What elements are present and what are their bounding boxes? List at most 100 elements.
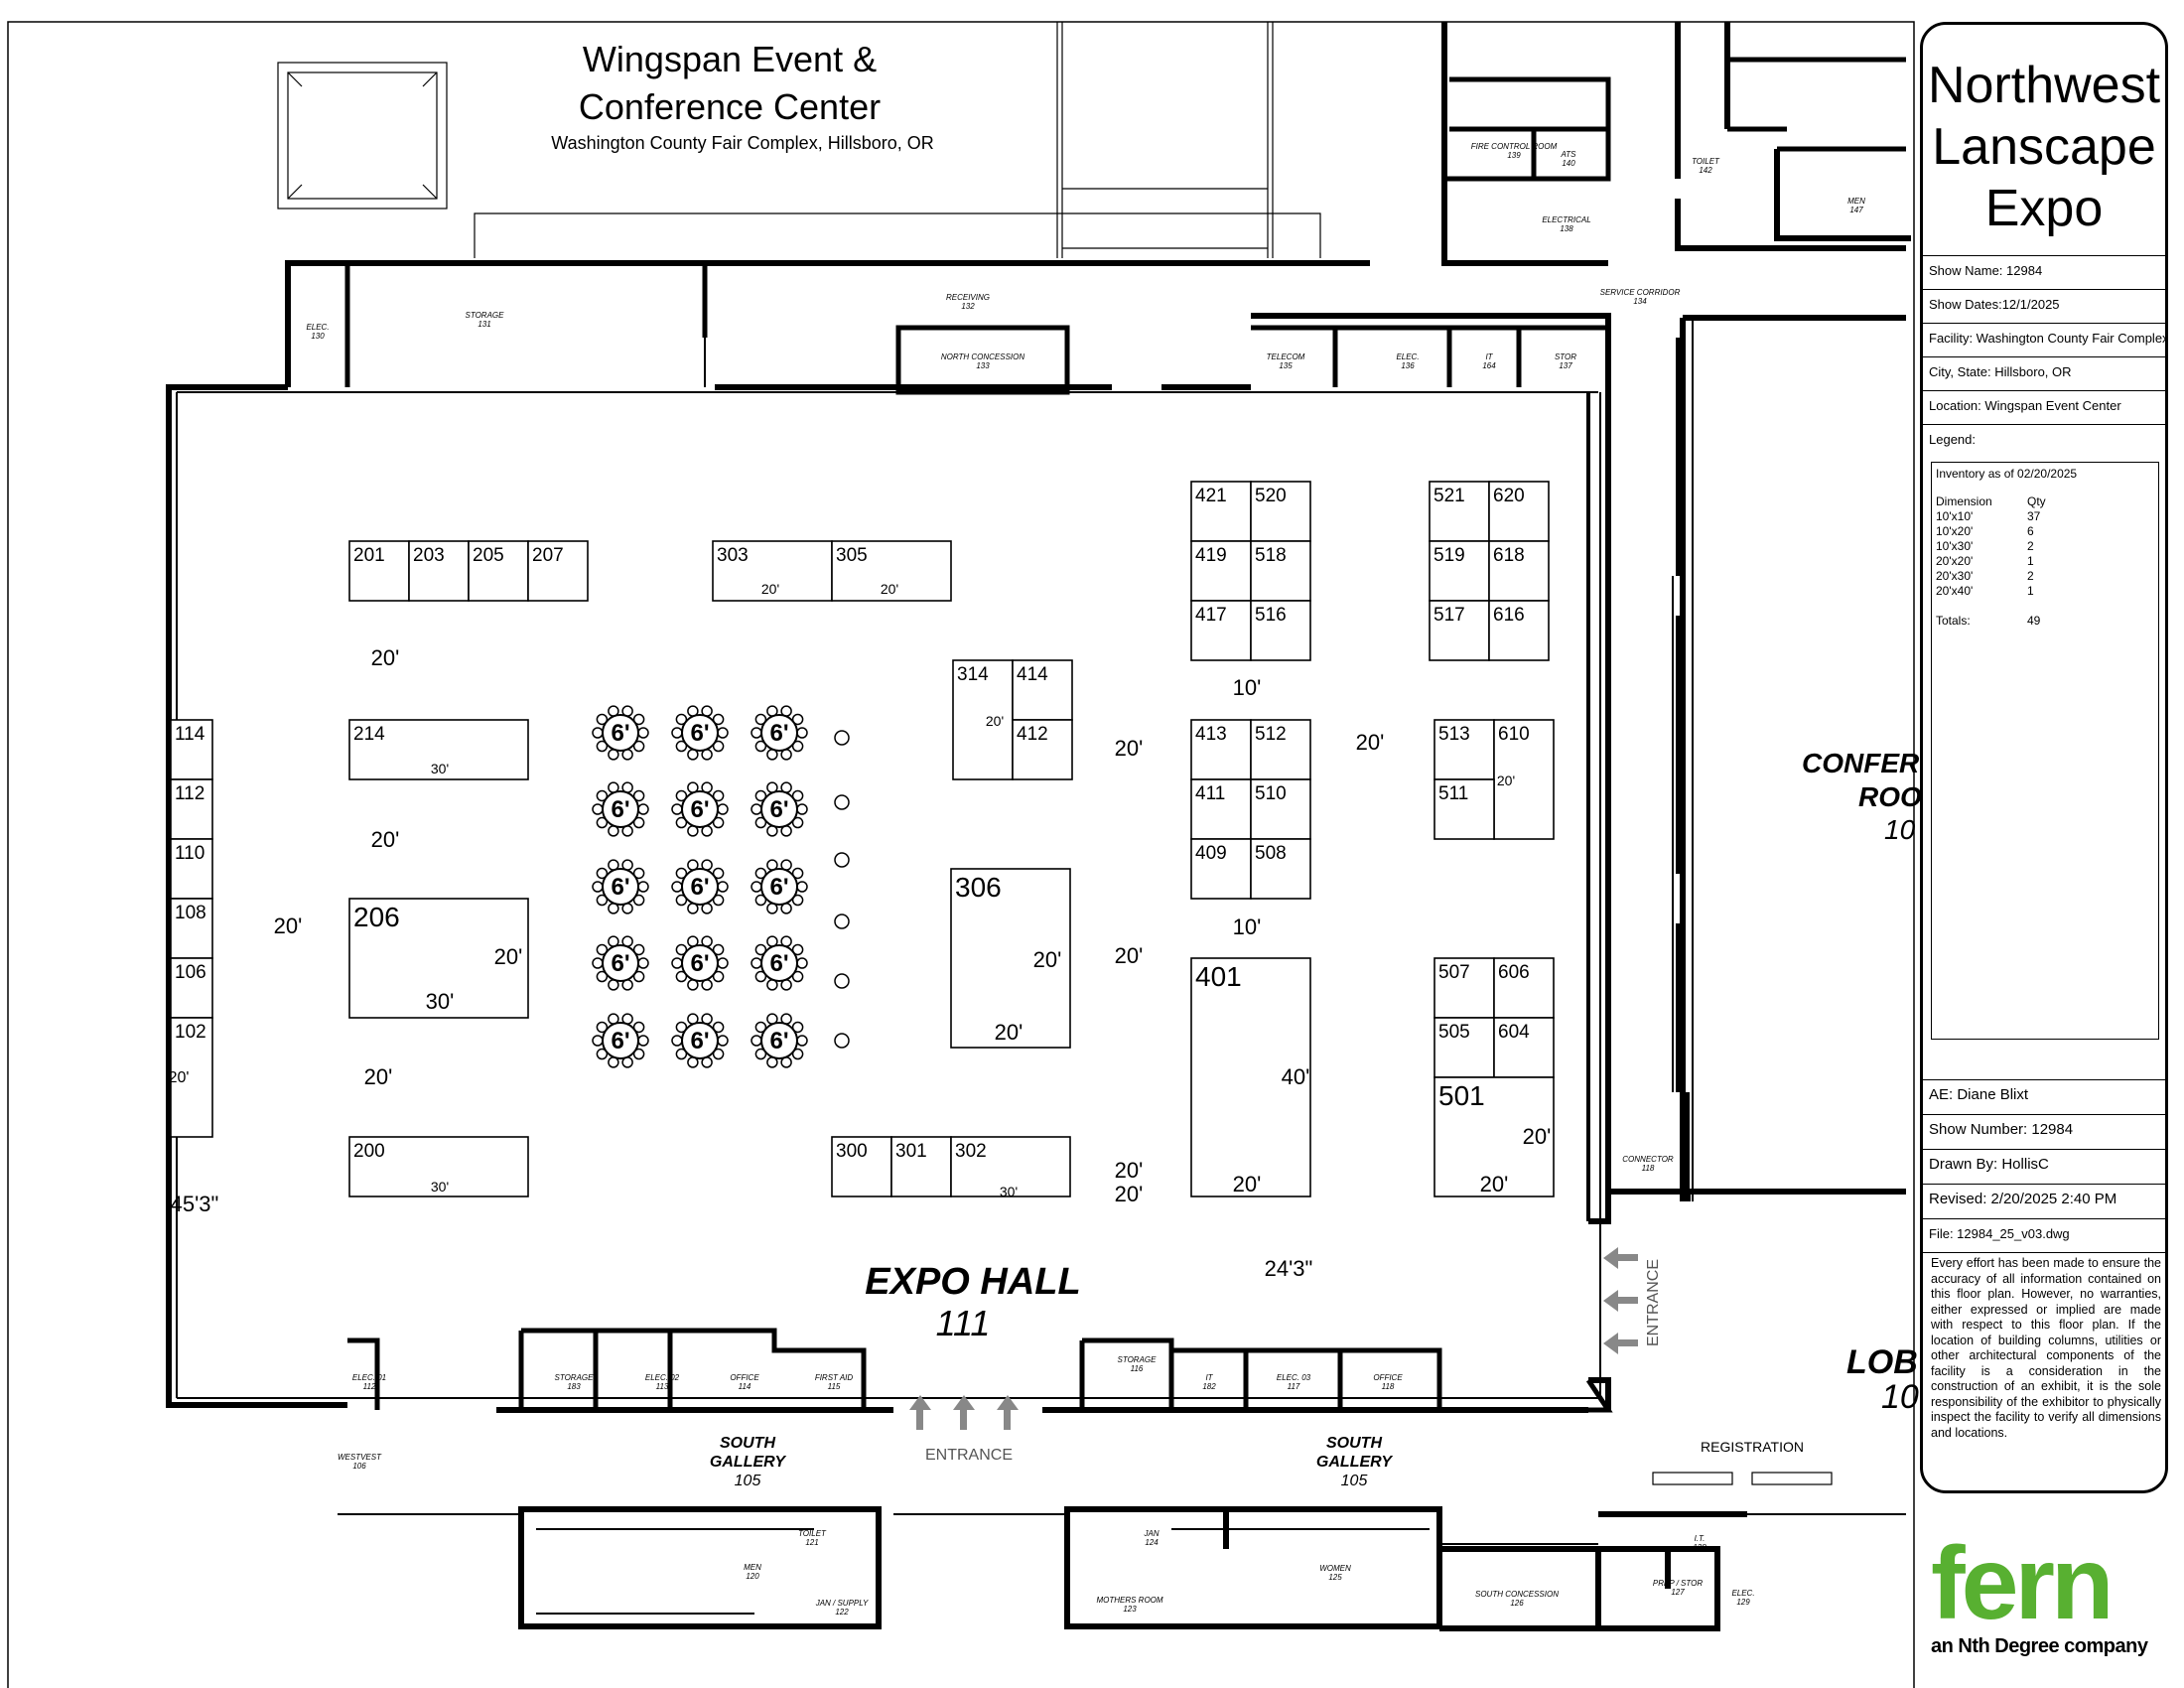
room-number: 132 (961, 302, 975, 311)
cocktail-table[interactable] (834, 852, 850, 868)
chair (637, 803, 649, 815)
chair (592, 727, 604, 739)
booth[interactable] (468, 540, 529, 602)
round-table[interactable]: 6' (671, 705, 729, 761)
booth[interactable] (1190, 600, 1252, 661)
booth[interactable] (1250, 540, 1311, 602)
outer-walls (166, 22, 1911, 1413)
booth[interactable] (1190, 778, 1252, 840)
chair (751, 1035, 762, 1047)
booth[interactable] (1429, 540, 1490, 602)
show-title-line-1: Northwest (1927, 57, 2161, 114)
booth-number: 508 (1255, 843, 1287, 864)
round-table[interactable]: 6' (671, 859, 729, 914)
booth[interactable] (712, 540, 833, 602)
room-number: 138 (1560, 224, 1573, 233)
cocktail-table[interactable] (834, 973, 850, 989)
booth[interactable] (950, 1136, 1071, 1197)
inventory-row: 20'x30'2 (1936, 569, 2154, 584)
booth[interactable] (1433, 1017, 1495, 1078)
booth[interactable] (1433, 957, 1495, 1019)
chair (796, 881, 808, 893)
room-name: MEN (1847, 197, 1865, 206)
entrance-arrows (909, 1247, 1638, 1430)
booth[interactable] (348, 540, 410, 602)
round-table[interactable]: 6' (671, 1013, 729, 1068)
table-top (681, 944, 719, 982)
booth[interactable] (1250, 778, 1311, 840)
inventory-dimension: 20'x30' (1936, 569, 1974, 583)
chair (632, 943, 645, 956)
cocktail-table[interactable] (834, 730, 850, 746)
booth[interactable] (1250, 481, 1311, 542)
chair (675, 816, 688, 829)
room-name: ATS (1561, 150, 1577, 159)
booth[interactable] (527, 540, 589, 602)
round-table[interactable]: 6' (592, 935, 649, 991)
room-name: SERVICE CORRIDOR (1600, 288, 1681, 297)
booth[interactable] (170, 838, 213, 900)
dimension-label: 20' (1497, 773, 1515, 788)
round-table[interactable]: 6' (592, 859, 649, 914)
booth[interactable] (1433, 1076, 1555, 1197)
round-table[interactable]: 6' (751, 859, 808, 914)
booth[interactable] (1429, 481, 1490, 542)
round-table[interactable]: 6' (671, 781, 729, 837)
booth[interactable] (831, 540, 952, 602)
table-top (760, 1022, 798, 1059)
booth[interactable] (1190, 481, 1252, 542)
round-table[interactable]: 6' (751, 705, 808, 761)
inventory-box: Inventory as of 02/20/2025 Dimension Qty… (1931, 462, 2159, 1040)
booth[interactable] (170, 719, 213, 780)
venue-title-line2: Conference Center (579, 86, 881, 127)
show-dates: Show Dates:12/1/2025 (1923, 289, 2165, 320)
round-table[interactable]: 6' (671, 935, 729, 991)
room-name: ELEC. (1396, 352, 1419, 361)
room-number: 121 (805, 1538, 818, 1547)
inventory-qty: 6 (2027, 524, 2034, 538)
cocktail-table[interactable] (834, 1033, 850, 1049)
booth[interactable] (1429, 600, 1490, 661)
booth[interactable] (1012, 719, 1073, 780)
round-table[interactable]: 6' (751, 1013, 808, 1068)
round-table[interactable]: 6' (592, 705, 649, 761)
booth-number: 618 (1493, 545, 1525, 566)
booth[interactable] (1012, 659, 1073, 721)
booth[interactable] (170, 898, 213, 959)
booth[interactable] (1488, 540, 1550, 602)
room-name: WOMEN (1319, 1564, 1351, 1573)
dimension-label: 20' (494, 944, 523, 969)
booth[interactable] (950, 868, 1071, 1049)
booth[interactable] (1433, 778, 1495, 840)
booth[interactable] (170, 1017, 213, 1138)
booth[interactable] (348, 1136, 529, 1197)
booth[interactable] (1493, 719, 1555, 840)
booth[interactable] (170, 778, 213, 840)
booth[interactable] (1250, 838, 1311, 900)
dimension-label: 20' (761, 581, 779, 597)
chair (717, 727, 729, 739)
booth[interactable] (1488, 600, 1550, 661)
booth[interactable] (170, 957, 213, 1019)
booth[interactable] (1190, 838, 1252, 900)
booth[interactable] (1250, 600, 1311, 661)
round-table[interactable]: 6' (751, 935, 808, 991)
booth-number: 620 (1493, 486, 1525, 506)
cocktail-table[interactable] (834, 914, 850, 929)
booth[interactable] (1190, 957, 1311, 1197)
booth[interactable] (1190, 719, 1252, 780)
booth[interactable] (952, 659, 1014, 780)
chair (596, 894, 609, 907)
round-table[interactable]: 6' (592, 781, 649, 837)
booth[interactable] (348, 898, 529, 1019)
cocktail-table[interactable] (834, 794, 850, 810)
booth[interactable] (348, 719, 529, 780)
round-table[interactable]: 6' (751, 781, 808, 837)
round-table[interactable]: 6' (592, 1013, 649, 1068)
booth[interactable] (1250, 719, 1311, 780)
